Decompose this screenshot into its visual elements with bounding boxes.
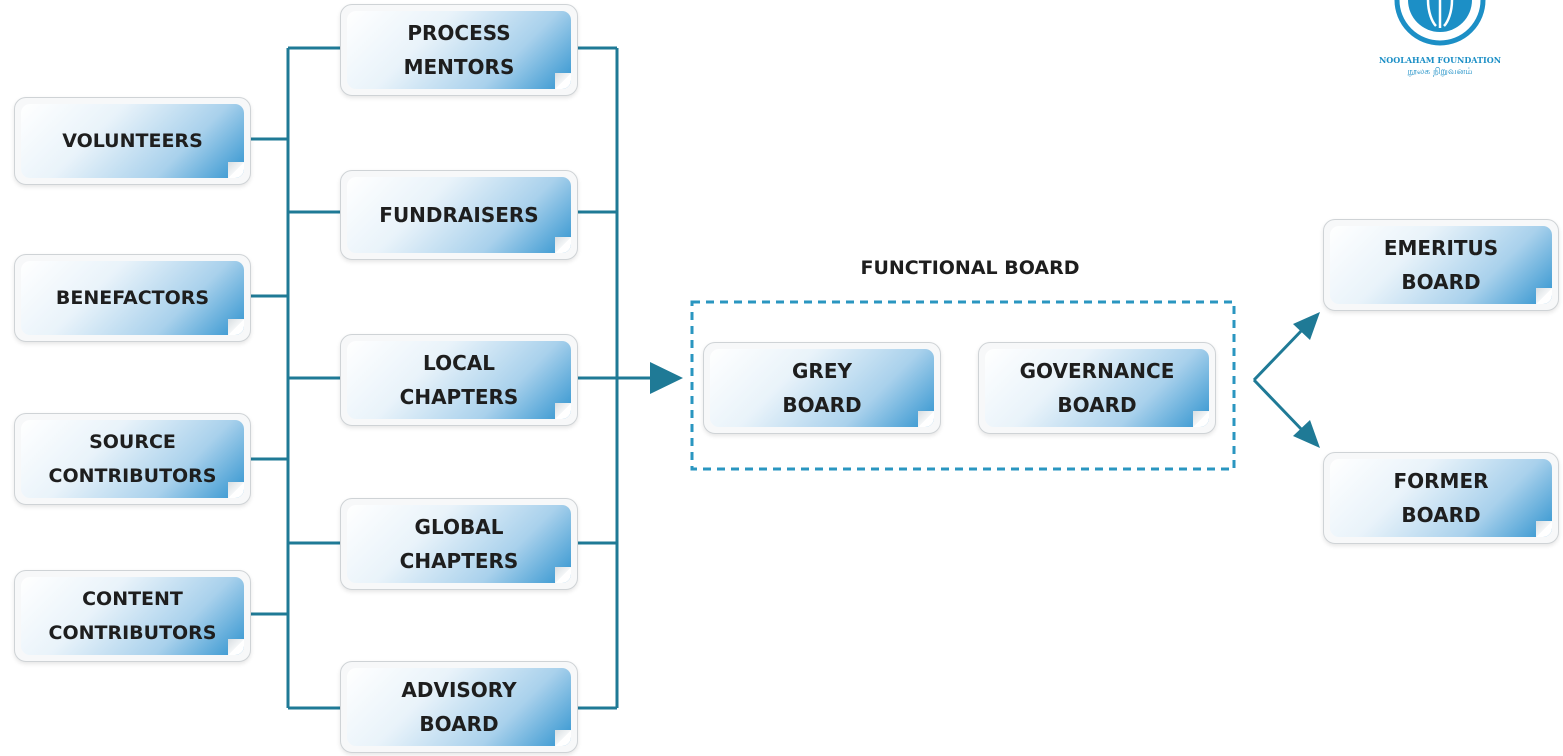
node-label-line-1: SOURCE	[89, 431, 176, 453]
node-label-line-2: CONTRIBUTORS	[48, 622, 217, 644]
node-label-line-1: FORMER	[1393, 469, 1489, 493]
node-advisory-board: ADVISORY BOARD	[340, 661, 578, 753]
node-label: VOLUNTEERS	[62, 130, 203, 152]
node-label: FUNDRAISERS	[379, 203, 539, 227]
arrow-to-emeritus-head	[1293, 312, 1320, 340]
node-label-line-1: GLOBAL	[414, 515, 504, 539]
node-label-line-1: CONTENT	[82, 588, 183, 610]
node-benefactors: BENEFACTORS	[14, 254, 251, 342]
node-label-line-1: GREY	[792, 359, 852, 383]
node-label-line-2: BOARD	[1401, 270, 1481, 294]
arrow-to-emeritus-shaft	[1252, 326, 1306, 382]
node-label-line-2: MENTORS	[403, 55, 515, 79]
node-label-line-1: GOVERNANCE	[1019, 359, 1175, 383]
node-former-board: FORMER BOARD	[1323, 452, 1559, 544]
main-arrow-head	[650, 362, 683, 394]
node-process-mentors: PROCESS MENTORS	[340, 4, 578, 96]
node-label-line-2: BOARD	[1401, 503, 1481, 527]
node-label-line-1: ADVISORY	[401, 678, 517, 702]
node-label-line-2: CONTRIBUTORS	[48, 465, 217, 487]
node-content-contributors: CONTENT CONTRIBUTORS	[14, 570, 251, 662]
node-governance-board: GOVERNANCE BOARD	[978, 342, 1216, 434]
node-emeritus-board: EMERITUS BOARD	[1323, 219, 1559, 311]
node-volunteers: VOLUNTEERS	[14, 97, 251, 185]
node-fundraisers: FUNDRAISERS	[340, 170, 578, 260]
functional-board-title: FUNCTIONAL BOARD	[860, 257, 1080, 279]
node-source-contributors: SOURCE CONTRIBUTORS	[14, 413, 251, 505]
node-label-line-2: CHAPTERS	[399, 385, 519, 409]
logo-emblem-icon	[1394, 0, 1486, 46]
node-label: BENEFACTORS	[55, 287, 210, 309]
node-label-line-2: CHAPTERS	[399, 549, 519, 573]
node-global-chapters: GLOBAL CHAPTERS	[340, 498, 578, 590]
node-label-line-1: EMERITUS	[1383, 236, 1499, 260]
functional-board-frame	[690, 300, 1236, 471]
node-label-line-2: BOARD	[419, 712, 499, 736]
node-label-line-1: LOCAL	[423, 351, 495, 375]
node-label-line-2: BOARD	[782, 393, 862, 417]
node-grey-board: GREY BOARD	[703, 342, 941, 434]
node-local-chapters: LOCAL CHAPTERS	[340, 334, 578, 426]
node-label-line-1: PROCESS	[407, 21, 511, 45]
logo-name-tamil: நூலக நிறுவனம்	[1407, 67, 1473, 77]
noolaham-logo: NOOLAHAM FOUNDATION நூலக நிறுவனம்	[1370, 0, 1510, 90]
node-label-line-2: BOARD	[1057, 393, 1137, 417]
arrow-to-former-head	[1293, 420, 1320, 448]
logo-name-english: NOOLAHAM FOUNDATION	[1378, 55, 1502, 65]
arrow-to-former-shaft	[1252, 378, 1306, 434]
